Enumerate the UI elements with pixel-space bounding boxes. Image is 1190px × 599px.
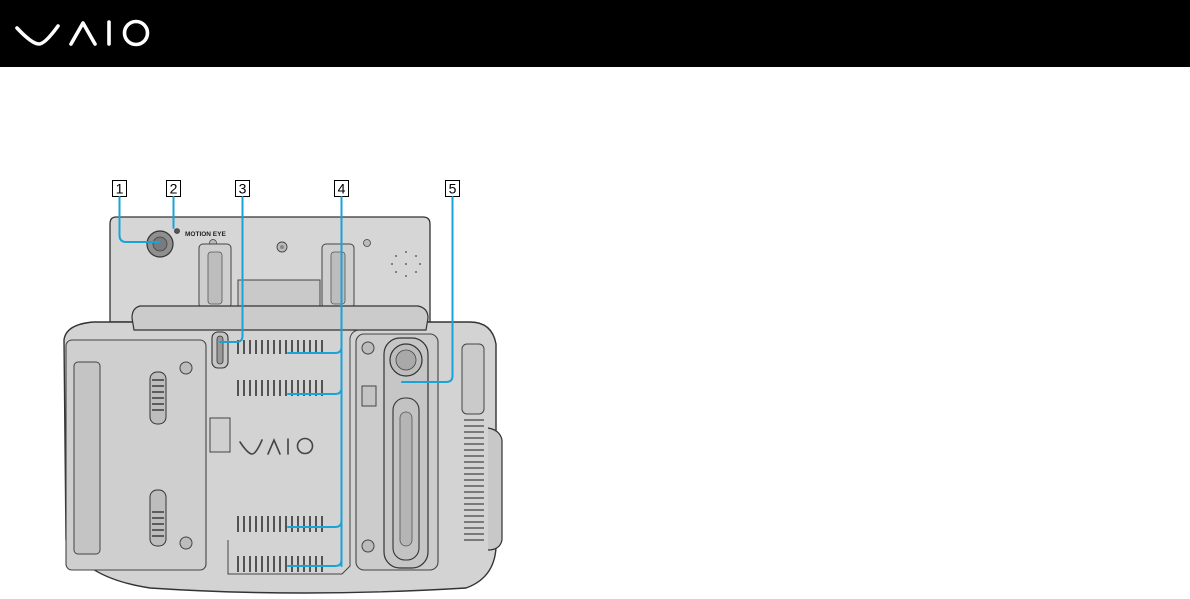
callout-2: 2 (167, 181, 181, 197)
callout-3: 3 (236, 181, 250, 197)
callout-5-number: 5 (449, 181, 457, 197)
main-body (64, 306, 502, 593)
callout-1-number: 1 (116, 181, 124, 197)
callout-1: 1 (113, 181, 127, 197)
callout-4-number: 4 (338, 181, 346, 197)
callout-3-number: 3 (239, 181, 247, 197)
callout-2-number: 2 (170, 181, 178, 197)
camera-indicator (175, 229, 180, 234)
callout-4: 4 (335, 181, 349, 197)
callout-5: 5 (446, 181, 460, 197)
motion-eye-label: MOTION EYE (185, 231, 226, 238)
